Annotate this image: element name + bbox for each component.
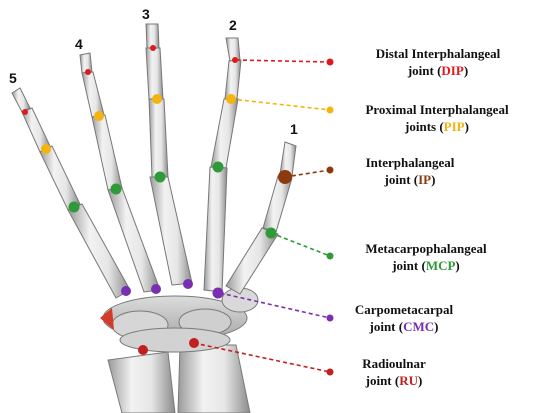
pip-marker-finger-3 bbox=[152, 94, 162, 104]
finger-1-bones bbox=[226, 142, 296, 294]
ip-legend-dot bbox=[327, 167, 334, 174]
finger-number-3: 3 bbox=[142, 6, 150, 22]
pip-label-line2: joints (PIP) bbox=[338, 118, 536, 135]
ru-abbreviation: RU bbox=[399, 373, 418, 388]
mcp-marker-finger-5 bbox=[69, 202, 80, 213]
dip-label-line2: joint (DIP) bbox=[340, 62, 536, 79]
dip-leader-line bbox=[236, 60, 330, 62]
pip-label: Proximal Interphalangeal joints (PIP) bbox=[338, 101, 536, 135]
finger-number-4: 4 bbox=[75, 36, 83, 52]
label-text: joint ( bbox=[385, 172, 419, 187]
label-text: ) bbox=[464, 63, 468, 78]
label-text: joints ( bbox=[405, 119, 444, 134]
label-text: ) bbox=[434, 319, 438, 334]
ru-legend-dot bbox=[327, 369, 334, 376]
finger-3-bones bbox=[146, 24, 192, 285]
mcp-marker-finger-3 bbox=[155, 172, 166, 183]
pip-marker-finger-4 bbox=[94, 111, 104, 121]
ru-label: Radioulnar joint (RU) bbox=[334, 355, 454, 389]
cmc-marker-finger-3 bbox=[183, 279, 193, 289]
mcp-marker-thumb bbox=[266, 228, 277, 239]
mcp-label-line2: joint (MCP) bbox=[340, 257, 512, 274]
dip-marker-finger-2 bbox=[232, 57, 238, 63]
pip-leader-line bbox=[231, 99, 330, 110]
label-text: ) bbox=[418, 373, 422, 388]
dip-abbreviation: DIP bbox=[441, 63, 463, 78]
ip-abbreviation: IP bbox=[418, 172, 431, 187]
cmc-legend-dot bbox=[327, 315, 334, 322]
cmc-abbreviation: CMC bbox=[403, 319, 434, 334]
ip-label-line2: joint (IP) bbox=[340, 171, 480, 188]
cmc-label-line1: Carpometacarpal bbox=[336, 301, 472, 318]
finger-number-2: 2 bbox=[229, 17, 237, 33]
mcp-label-line1: Metacarpophalangeal bbox=[340, 240, 512, 257]
ip-marker-thumb bbox=[278, 170, 292, 184]
pip-marker-finger-2 bbox=[226, 94, 236, 104]
ru-marker-radius bbox=[189, 338, 199, 348]
dip-label-line1: Distal Interphalangeal bbox=[340, 45, 536, 62]
pip-marker-finger-5 bbox=[41, 144, 51, 154]
dip-label: Distal Interphalangeal joint (DIP) bbox=[340, 45, 536, 79]
finger-number-5: 5 bbox=[9, 70, 17, 86]
pip-abbreviation: PIP bbox=[444, 119, 465, 134]
cmc-marker-finger-5 bbox=[121, 286, 131, 296]
ru-label-line1: Radioulnar bbox=[334, 355, 454, 372]
dip-marker-finger-4 bbox=[85, 69, 91, 75]
dip-marker-finger-5 bbox=[22, 109, 28, 115]
mcp-marker-finger-2 bbox=[213, 162, 224, 173]
dip-legend-dot bbox=[327, 59, 334, 66]
ru-marker-ulna bbox=[138, 345, 148, 355]
label-text: ) bbox=[465, 119, 469, 134]
label-text: joint ( bbox=[370, 319, 404, 334]
mcp-leader-line bbox=[271, 233, 330, 256]
cmc-marker-finger-4 bbox=[151, 284, 161, 294]
label-text: joint ( bbox=[408, 63, 442, 78]
mcp-label: Metacarpophalangeal joint (MCP) bbox=[340, 240, 512, 274]
cmc-label-line2: joint (CMC) bbox=[336, 318, 472, 335]
finger-number-1: 1 bbox=[290, 121, 298, 137]
mcp-marker-finger-4 bbox=[111, 184, 122, 195]
pip-label-line1: Proximal Interphalangeal bbox=[338, 101, 536, 118]
dip-marker-finger-3 bbox=[150, 45, 156, 51]
label-text: joint ( bbox=[366, 373, 400, 388]
mcp-legend-dot bbox=[327, 253, 334, 260]
cmc-marker-finger-2 bbox=[213, 288, 224, 299]
ru-label-line2: joint (RU) bbox=[334, 372, 454, 389]
carpal-bones bbox=[100, 288, 258, 352]
label-text: joint ( bbox=[392, 258, 426, 273]
ip-label: Interphalangeal joint (IP) bbox=[340, 154, 480, 188]
label-text: ) bbox=[431, 172, 435, 187]
pip-legend-dot bbox=[327, 107, 334, 114]
forearm-bones bbox=[108, 345, 250, 413]
ip-label-line1: Interphalangeal bbox=[340, 154, 480, 171]
cmc-label: Carpometacarpal joint (CMC) bbox=[336, 301, 472, 335]
label-text: ) bbox=[455, 258, 459, 273]
mcp-abbreviation: MCP bbox=[426, 258, 456, 273]
